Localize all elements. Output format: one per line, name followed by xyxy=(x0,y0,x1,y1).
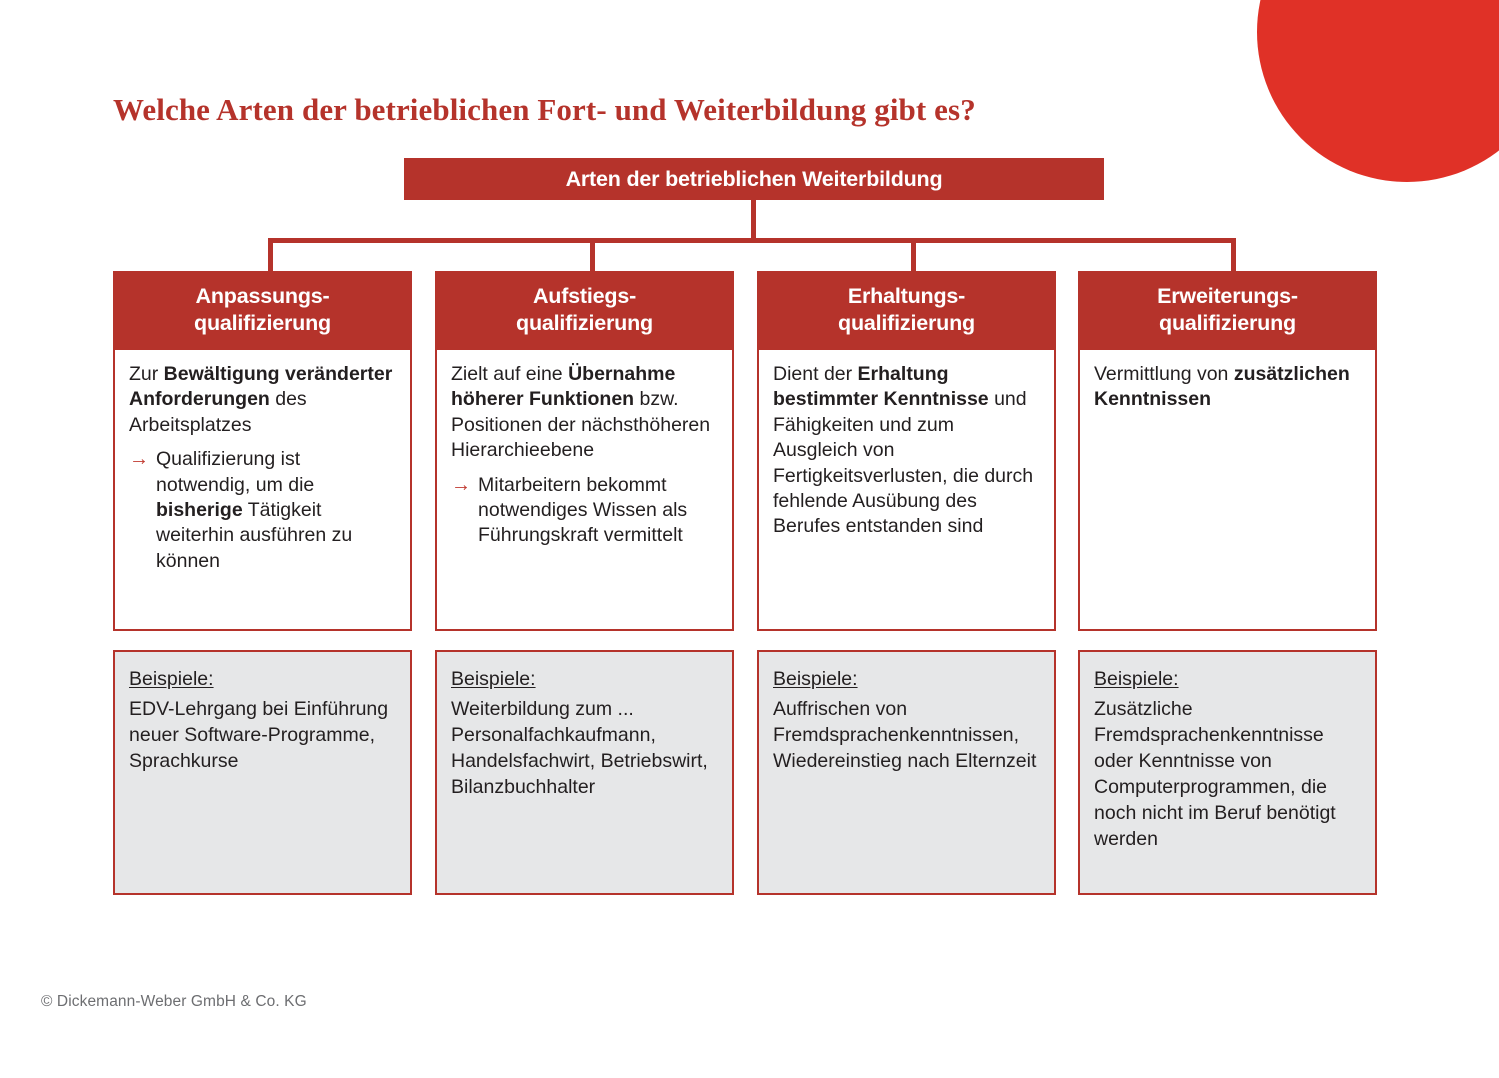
column-body-0: Zur Bewältigung veränderter Anforderunge… xyxy=(113,350,412,631)
example-label-2: Beispiele: xyxy=(773,668,858,690)
example-box-0: Beispiele: EDV-Lehrgang bei Einführung n… xyxy=(113,650,412,895)
connector-drop-3 xyxy=(911,238,916,272)
column-header-3: Erweiterungs- qualifizierung xyxy=(1078,271,1377,350)
column-header-3-line1: Erweiterungs- xyxy=(1157,284,1298,308)
column-aufstiegsqualifizierung: Aufstiegs- qualifizierung Zielt auf eine… xyxy=(435,271,734,631)
arrow-bold-0: bisherige xyxy=(156,499,243,522)
column-anpassungsqualifizierung: Anpassungs- qualifizierung Zur Bewältigu… xyxy=(113,271,412,631)
lead-suffix-1: bzw. Positionen der nächsthöheren Hierar… xyxy=(451,388,711,462)
example-text-3: Zusätzliche Fremdsprachenkenntnisse oder… xyxy=(1094,698,1336,850)
arrow-suffix-0: Tätigkeit weiterhin ausführen zu können xyxy=(156,499,353,572)
connector-drop-2 xyxy=(590,238,595,272)
column-body-3: Vermittlung von zusätzlichen Kenntnissen xyxy=(1078,350,1377,631)
example-text-2: Auffrischen von Fremdsprachenkenntnissen… xyxy=(773,698,1037,772)
column-header-3-line2: qualifizierung xyxy=(1159,311,1296,335)
column-header-2: Erhaltungs- qualifizierung xyxy=(757,271,1056,350)
lead-bold-2: Erhaltung bestimmter Kenntnisse xyxy=(773,363,989,411)
root-node-arten-der-betrieblichen-weiterbildung: Arten der betrieblichen Weiterbildung xyxy=(404,158,1104,200)
lead-bold-0: Bewältigung veränderter Anforderungen xyxy=(129,363,393,411)
connector-horizontal-bus xyxy=(268,238,1236,243)
arrow-prefix-1: Mitarbeitern bekommt notwendiges Wissen … xyxy=(478,473,688,547)
column-header-0: Anpassungs- qualifizierung xyxy=(113,271,412,350)
connector-stem xyxy=(751,200,756,240)
column-header-0-line2: qualifizierung xyxy=(194,311,331,335)
arrow-right-icon: → xyxy=(451,473,471,496)
column-body-1-arrow-item: → Mitarbeitern bekommt notwendiges Wisse… xyxy=(451,473,718,549)
lead-prefix-0: Zur xyxy=(129,363,164,385)
example-box-3: Beispiele: Zusätzliche Fremdsprachenkenn… xyxy=(1078,650,1377,895)
column-body-3-lead: Vermittlung von zusätzlichen Kenntnissen xyxy=(1094,362,1361,413)
example-text-1: Weiterbildung zum ... Personalfachkaufma… xyxy=(451,698,708,798)
copyright-footer: © Dickemann-Weber GmbH & Co. KG xyxy=(41,993,307,1010)
column-header-2-line1: Erhaltungs- xyxy=(847,284,966,308)
column-header-1: Aufstiegs- qualifizierung xyxy=(435,271,734,350)
column-body-0-arrow-item: → Qualifizierung ist notwendig, um die b… xyxy=(129,447,396,574)
column-body-0-lead: Zur Bewältigung veränderter Anforderunge… xyxy=(129,362,396,438)
column-header-0-line1: Anpassungs- xyxy=(195,284,330,308)
lead-prefix-2: Dient der xyxy=(773,363,858,385)
column-body-1-lead: Zielt auf eine Übernahme höherer Funktio… xyxy=(451,362,718,464)
example-label-1: Beispiele: xyxy=(451,668,536,690)
column-erweiterungsqualifizierung: Erweiterungs- qualifizierung Vermittlung… xyxy=(1078,271,1377,631)
page-title: Welche Arten der betrieblichen Fort- und… xyxy=(113,92,976,127)
column-erhaltungsqualifizierung: Erhaltungs- qualifizierung Dient der Erh… xyxy=(757,271,1056,631)
example-label-0: Beispiele: xyxy=(129,668,214,690)
example-label-3: Beispiele: xyxy=(1094,668,1179,690)
lead-bold-3: zusätzlichen Kenntnissen xyxy=(1094,363,1350,411)
lead-prefix-3: Vermittlung von xyxy=(1094,363,1234,385)
column-header-2-line2: qualifizierung xyxy=(838,311,975,335)
column-body-2-lead: Dient der Erhaltung bestimmter Kenntniss… xyxy=(773,362,1040,540)
example-box-2: Beispiele: Auffrischen von Fremdsprachen… xyxy=(757,650,1056,895)
arrow-prefix-0: Qualifizierung ist notwendig, um die xyxy=(156,448,315,496)
lead-suffix-0: des Arbeitsplatzes xyxy=(129,388,307,436)
arrow-right-icon: → xyxy=(129,448,149,471)
arrow-text-0: Qualifizierung ist notwendig, um die bis… xyxy=(156,447,396,574)
connector-drop-1 xyxy=(268,238,273,272)
column-body-2: Dient der Erhaltung bestimmter Kenntniss… xyxy=(757,350,1056,631)
column-header-1-line1: Aufstiegs- xyxy=(532,284,637,308)
column-header-1-line2: qualifizierung xyxy=(516,311,653,335)
lead-suffix-2: und Fähigkeiten und zum Ausgleich von Fe… xyxy=(773,388,1034,538)
lead-prefix-1: Zielt auf eine xyxy=(451,363,569,385)
lead-bold-1: Übernahme höherer Funktionen xyxy=(451,363,676,411)
example-text-0: EDV-Lehrgang bei Einführung neuer Softwa… xyxy=(129,698,389,772)
connector-drop-4 xyxy=(1231,238,1236,272)
root-node-label: Arten der betrieblichen Weiterbildung xyxy=(565,166,943,191)
column-body-1: Zielt auf eine Übernahme höherer Funktio… xyxy=(435,350,734,631)
example-box-1: Beispiele: Weiterbildung zum ... Persona… xyxy=(435,650,734,895)
arrow-text-1: Mitarbeitern bekommt notwendiges Wissen … xyxy=(478,473,718,549)
